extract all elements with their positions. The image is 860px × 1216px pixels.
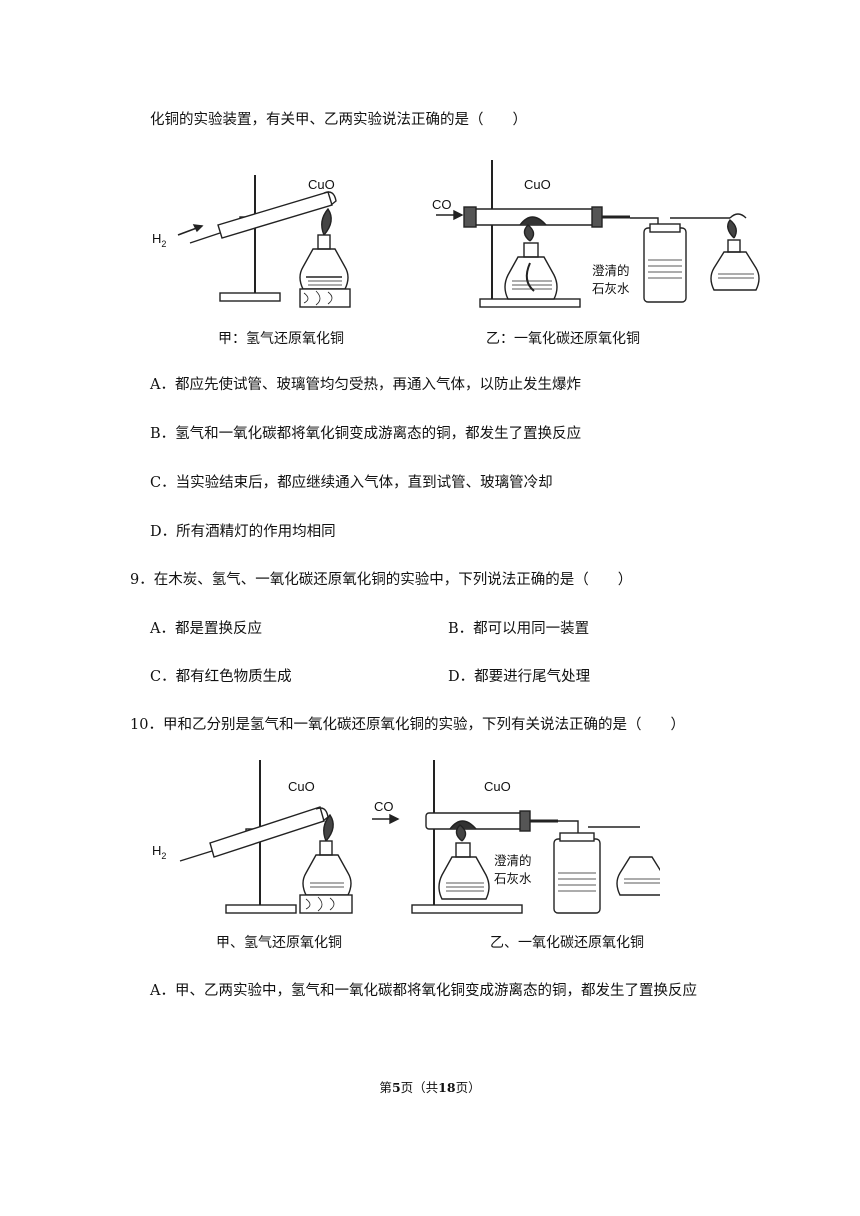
q10-figure: CuO H2 CO CuO 澄清的 石灰水 [152, 760, 660, 914]
page-footer: 第5页（共18页） [0, 1077, 860, 1096]
q10-left-caption: 甲、氢气还原氧化铜 [216, 935, 342, 951]
q9-option-a: A．都是置换反应 [150, 621, 262, 637]
q10-right-lime-1: 澄清的 [494, 853, 532, 868]
footer-page-number: 5 [391, 1080, 401, 1095]
q10-right-lime-2: 石灰水 [494, 871, 532, 886]
footer-total-pages: 18 [438, 1080, 456, 1095]
q10-left-cuo: CuO [288, 779, 315, 794]
footer-suffix: 页） [455, 1080, 481, 1095]
q8-stem-tail: 化铜的实验装置，有关甲、乙两实验说法正确的是（ ） [150, 112, 527, 128]
q10-stem: 10．甲和乙分别是氢气和一氧化碳还原氧化铜的实验，下列有关说法正确的是（ ） [130, 717, 685, 733]
q9-stem: 9．在木炭、氢气、一氧化碳还原氧化铜的实验中，下列说法正确的是（ ） [130, 572, 633, 588]
q8-option-d: D．所有酒精灯的作用均相同 [150, 524, 336, 540]
q8-right-co: CO [432, 197, 452, 212]
q10-right-caption: 乙、一氧化碳还原氧化铜 [490, 935, 644, 951]
q8-option-c: C．当实验结束后，都应继续通入气体，直到试管、玻璃管冷却 [150, 475, 553, 491]
q8-figure-bottles [630, 213, 760, 303]
q8-right-caption: 乙：一氧化碳还原氧化铜 [486, 331, 640, 347]
q10-left-h2: H2 [152, 843, 166, 861]
footer-mid: 页（共 [400, 1080, 439, 1095]
q9-option-d: D．都要进行尾气处理 [448, 669, 591, 685]
footer-prefix: 第 [379, 1080, 392, 1095]
q8-left-h2: H2 [152, 231, 166, 249]
q8-option-b: B．氢气和一氧化碳都将氧化铜变成游离态的铜，都发生了置换反应 [150, 426, 582, 442]
q10-right-cuo: CuO [484, 779, 511, 794]
q8-option-a: A．都应先使试管、玻璃管均匀受热，再通入气体，以防止发生爆炸 [150, 377, 581, 393]
q8-right-lime-1: 澄清的 [592, 263, 630, 278]
q9-option-b: B．都可以用同一装置 [448, 621, 590, 637]
q8-figure: CuO H2 CO CuO 澄清的 石灰水 [152, 160, 630, 308]
q8-right-lime-2: 石灰水 [592, 281, 630, 296]
q10-right-co: CO [374, 799, 394, 814]
q8-left-cuo: CuO [308, 177, 335, 192]
q8-left-caption: 甲：氢气还原氧化铜 [218, 331, 344, 347]
q8-right-cuo: CuO [524, 177, 551, 192]
stand-base [219, 292, 281, 302]
q9-option-c: C．都有红色物质生成 [150, 669, 292, 685]
q10-option-a: A．甲、乙两实验中，氢气和一氧化碳都将氧化铜变成游离态的铜，都发生了置换反应 [150, 983, 697, 999]
